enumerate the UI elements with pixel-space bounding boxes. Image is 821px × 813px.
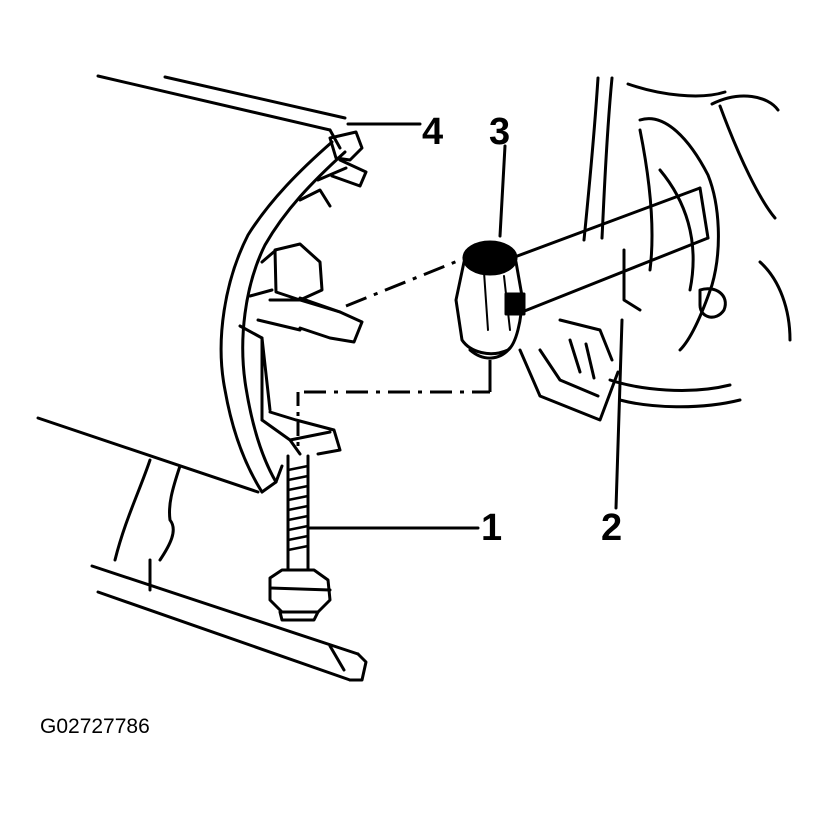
bushing <box>454 240 526 360</box>
callout-4-bracket: 4 <box>422 111 444 153</box>
leader-2 <box>614 318 624 510</box>
upper-body-panel <box>96 74 347 150</box>
callout-1-bolt: 1 <box>481 507 503 549</box>
frame-rail <box>510 76 792 422</box>
mounting-bracket <box>219 130 368 494</box>
lower-body-panel <box>36 416 368 682</box>
leader-3 <box>498 144 507 238</box>
leader-lines <box>308 122 624 530</box>
mounting-bolt <box>268 454 332 622</box>
callout-2-frame-rail: 2 <box>601 507 623 549</box>
figure-id-label: G02727786 <box>40 715 150 738</box>
alignment-lines <box>304 254 490 394</box>
callout-3-bushing: 3 <box>489 111 511 153</box>
